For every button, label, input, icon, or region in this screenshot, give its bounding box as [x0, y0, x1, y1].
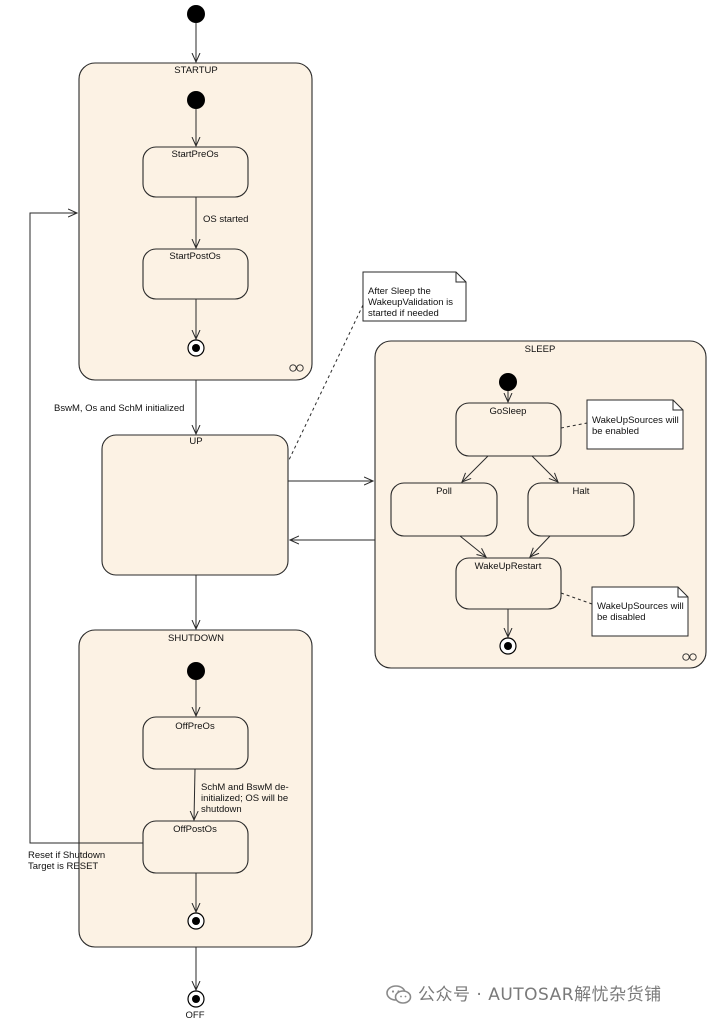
- startup-infinity-icon: [289, 364, 304, 372]
- after-sleep-note-line-2: WakeupValidation is: [368, 297, 453, 308]
- reset-label-2: Target is RESET: [28, 861, 98, 872]
- sources-disabled-note-line-2: be disabled: [597, 612, 646, 623]
- after-sleep-note: [362, 271, 467, 322]
- watermark: 公众号 · AUTOSAR解忧杂货铺: [386, 980, 662, 1005]
- startup-initial-node: [187, 91, 205, 109]
- schm-deinit-label-3: shutdown: [201, 804, 242, 815]
- shutdown-final-node: [187, 912, 205, 930]
- after-sleep-note-line-1: After Sleep the: [368, 286, 431, 297]
- start-pre-os-label: StartPreOs: [172, 149, 219, 160]
- off-pre-os-label: OffPreOs: [175, 721, 215, 732]
- reset-transition: [29, 213, 143, 844]
- wechat-icon: [386, 985, 412, 1004]
- poll-state: [390, 482, 498, 537]
- schm-deinit-label-2: initialized; OS will be: [201, 793, 288, 804]
- go-sleep-label: GoSleep: [490, 406, 527, 417]
- startup-title: STARTUP: [174, 65, 217, 76]
- poll-label: Poll: [436, 486, 452, 497]
- schm-deinit-label-1: SchM and BswM de-: [201, 782, 289, 793]
- halt-label: Halt: [573, 486, 590, 497]
- start-post-os-label: StartPostOs: [169, 251, 220, 262]
- sleep-initial-node: [499, 373, 517, 391]
- sources-enabled-note: [586, 399, 684, 450]
- initial-node-top: [187, 5, 205, 23]
- off-final-node: [187, 990, 205, 1008]
- up-label: UP: [189, 436, 202, 447]
- sources-disabled-note: [591, 586, 689, 637]
- off-label: OFF: [186, 1010, 205, 1021]
- off-pre-os-state: [142, 716, 249, 770]
- go-sleep-state: [455, 402, 562, 457]
- sleep-infinity-icon: [682, 653, 697, 661]
- sources-enabled-note-line-2: be enabled: [592, 426, 639, 437]
- halt-state: [527, 482, 635, 537]
- startup-final-node: [187, 339, 205, 357]
- reset-label-1: Reset if Shutdown: [28, 850, 105, 861]
- shutdown-title: SHUTDOWN: [168, 633, 224, 644]
- os-started-label: OS started: [203, 214, 248, 225]
- sleep-final-node: [499, 637, 517, 655]
- sleep-title: SLEEP: [525, 344, 556, 355]
- sources-disabled-note-line-1: WakeUpSources will: [597, 601, 684, 612]
- shutdown-initial-node: [187, 662, 205, 680]
- bswm-initialized-label: BswM, Os and SchM initialized: [54, 403, 184, 414]
- after-sleep-note-line-3: started if needed: [368, 308, 439, 319]
- wakeup-restart-label: WakeUpRestart: [475, 561, 542, 572]
- sources-enabled-note-line-1: WakeUpSources will: [592, 415, 679, 426]
- watermark-text: 公众号 · AUTOSAR解忧杂货铺: [418, 985, 662, 1005]
- off-post-os-label: OffPostOs: [173, 824, 217, 835]
- up-state: [101, 434, 289, 576]
